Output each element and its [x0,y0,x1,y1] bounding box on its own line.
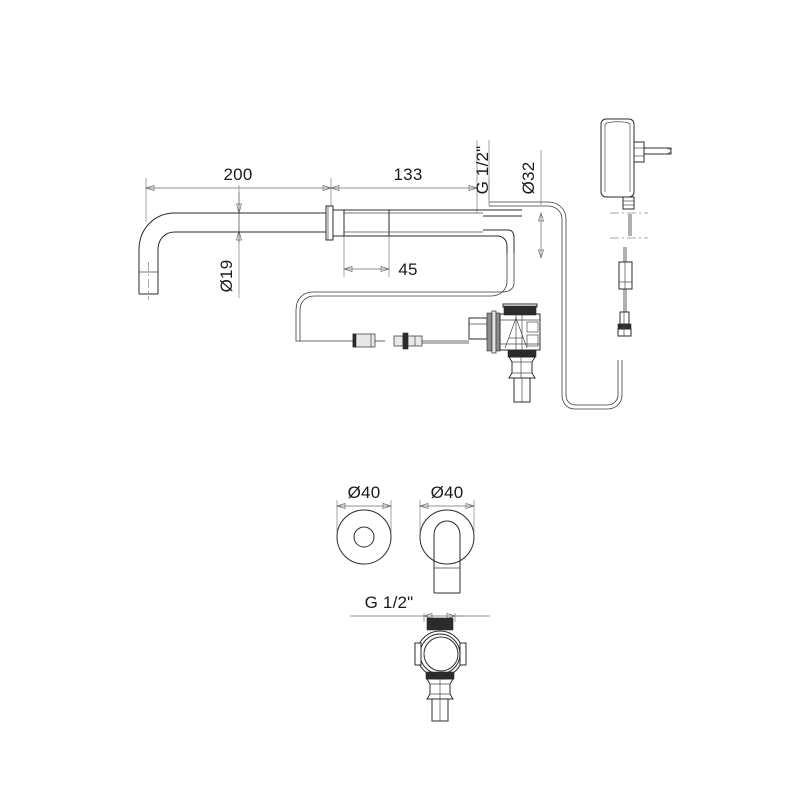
dimension-133: 133 [329,165,479,191]
dimension-label-thread-g12-top: G 1/2" [473,146,492,195]
dimension-label-200: 200 [224,165,253,184]
dimension-label-dia-19: Ø19 [217,260,236,293]
inlet-spigot [483,209,522,253]
mains-power-adapter [600,118,672,214]
dimension-thread-g12-bottom: G 1/2" [350,593,490,622]
solenoid-valve-front [414,617,467,722]
sensor-escutcheon-front: Ø40 [335,483,393,565]
side-elevation-view: 200 133 G 1/2" Ø32 [138,118,672,410]
extension-lines-top [145,140,542,222]
loose-connector-socket [610,237,648,290]
dimension-200: 200 [144,165,333,191]
dimension-dia-19: Ø19 [217,185,242,298]
sensor-cable [295,253,515,342]
dimension-label-45: 45 [398,260,417,279]
dimension-label-dia-40-right: Ø40 [431,483,464,502]
cable-connector-barrel [352,333,385,348]
dimension-thread-g12-top: G 1/2" [473,146,492,195]
spout-tube [186,212,326,233]
solenoid-valve-assembly [468,303,541,354]
curved-spout-outlet [138,212,186,300]
loose-connector-pin [617,311,632,337]
sensor-window-section [343,209,390,237]
dimension-label-dia-40-left: Ø40 [348,483,381,502]
dimension-label-133: 133 [394,165,423,184]
wall-flange [325,205,334,241]
spout-body-rear [333,209,483,237]
dimension-label-dia-32: Ø32 [519,162,538,195]
hex-lock-nut [507,349,537,379]
adapter-plug-pins [633,141,672,163]
spout-escutcheon-front: Ø40 [418,483,476,594]
dimension-label-thread-g12-bottom: G 1/2" [365,593,414,612]
valve-shank [513,377,531,403]
front-elevation-view: Ø40 Ø40 [335,483,490,722]
cable-connector-plug [393,332,469,350]
dimension-dia-32: Ø32 [519,162,544,260]
